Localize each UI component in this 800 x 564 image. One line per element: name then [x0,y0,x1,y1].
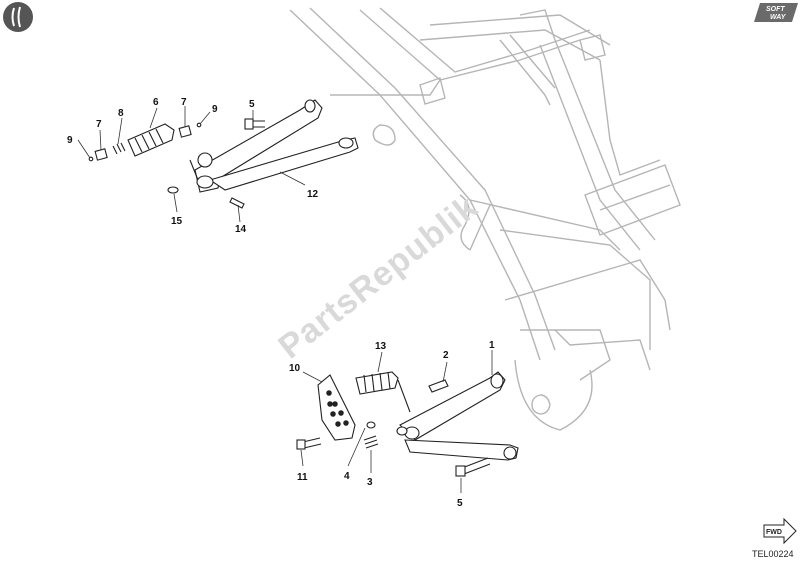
callout-15: 15 [171,216,183,227]
rider-bolt-lower [455,457,491,477]
callout-6: 6 [153,97,159,108]
rider-footrest-bracket [396,371,519,461]
forward-arrow-icon: FWD [763,517,797,545]
callout-9-left: 9 [67,135,73,146]
rear-washer [167,186,179,194]
rear-spring [112,142,126,155]
rider-washer [366,421,376,429]
watermark: PartsRepublik [272,188,486,367]
rear-footpeg [127,123,175,157]
rider-spring [363,435,379,449]
heel-guard-plate [317,374,356,441]
softway-logo: SOFT WAY [754,3,798,22]
callout-5-lower: 5 [457,498,463,509]
callout-10: 10 [289,363,301,374]
callout-12: 12 [307,189,319,200]
callout-9-right: 9 [212,104,218,115]
frame-outline [289,7,681,431]
rider-bolt-rear [296,437,322,450]
callout-7-rear-left: 7 [96,119,102,130]
leader-lines [77,106,493,493]
rear-footrest-bracket [189,99,359,193]
callout-7-rear-right: 7 [181,97,187,108]
rear-pin [229,197,245,209]
callout-5-upper: 5 [249,99,255,110]
callout-14: 14 [235,224,247,235]
callout-4: 4 [344,471,350,482]
callout-8: 8 [118,108,124,119]
callout-1: 1 [489,340,495,351]
rear-pin-clip [88,122,202,162]
callout-2: 2 [443,350,449,361]
rider-pin [428,379,449,393]
page-marker-icon [3,2,33,32]
callouts: 7 8 6 7 9 9 5 12 15 14 1 2 13 10 11 4 3 … [67,97,495,509]
drawing-code: TEL00224 [752,549,794,559]
callout-13: 13 [375,341,387,352]
callout-11: 11 [297,472,308,483]
fwd-label: FWD [766,529,782,536]
logo-line2: WAY [770,14,787,21]
rider-footpeg [355,371,411,413]
callout-3: 3 [367,477,373,488]
rear-bolt [244,118,265,130]
logo-line1: SOFT [766,6,785,13]
